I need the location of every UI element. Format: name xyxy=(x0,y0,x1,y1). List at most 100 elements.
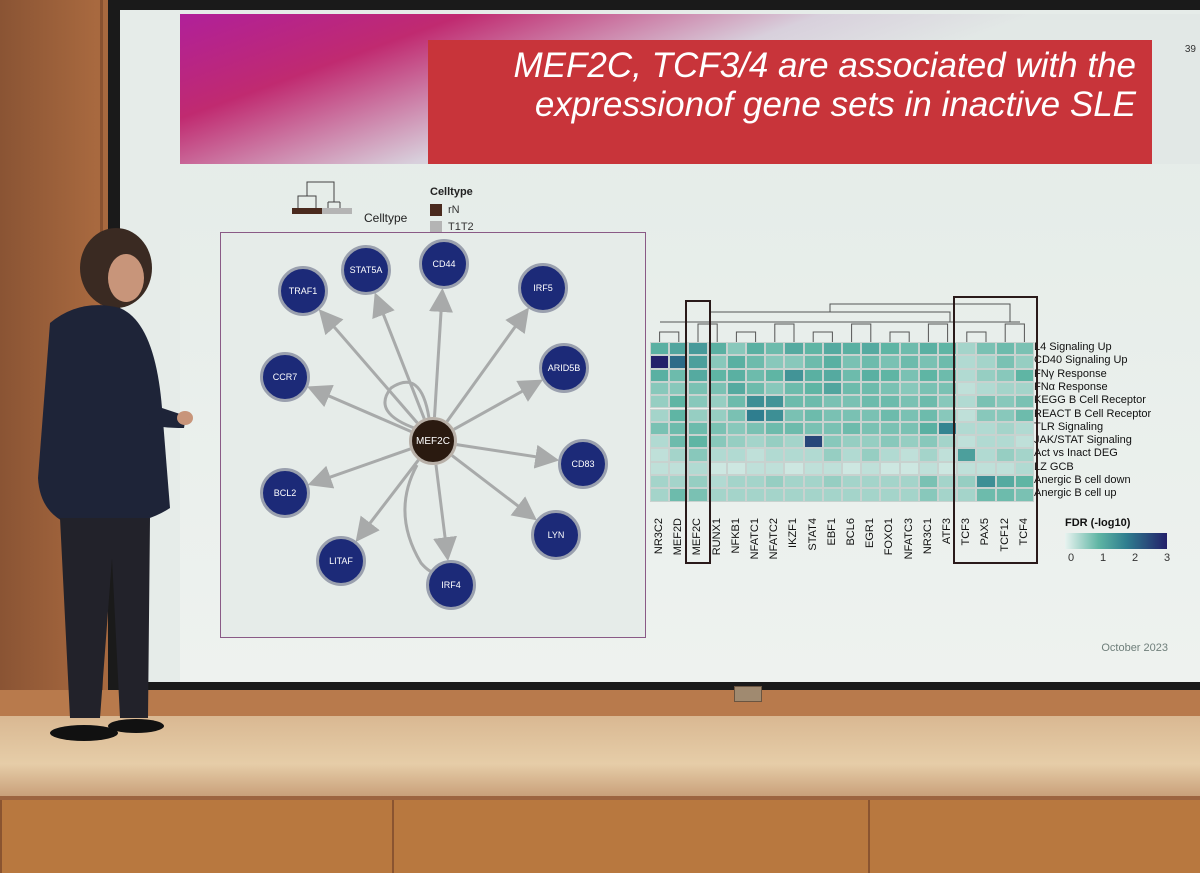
network-edges xyxy=(307,287,560,575)
heatmap-cell xyxy=(650,368,670,382)
stage-floor xyxy=(0,716,1200,796)
heatmap-cell xyxy=(842,435,862,449)
heatmap-cell xyxy=(688,408,708,422)
heatmap-row-label: JAK/STAT Signaling xyxy=(1034,434,1132,447)
heatmap-row-label: REACT B Cell Receptor xyxy=(1034,407,1152,420)
heatmap-cell xyxy=(880,435,900,449)
network-node-center: MEF2C xyxy=(409,417,457,465)
heatmap-row-label: Act vs Inact DEG xyxy=(1034,447,1118,460)
heatmap-cell xyxy=(842,461,862,475)
celltype-legend-title: Celltype xyxy=(430,186,473,198)
heatmap-cell xyxy=(650,421,670,436)
heatmap-cell xyxy=(765,368,785,382)
network-node: STAT5A xyxy=(341,245,391,295)
heatmap-cell xyxy=(650,408,670,422)
heatmap-cell xyxy=(765,395,785,409)
heatmap-cell xyxy=(842,368,862,382)
heatmap-column-label: NFATC1 xyxy=(749,518,761,560)
celltype-legend-entry: T1T2 xyxy=(430,221,474,234)
heatmap-column-label: STAT4 xyxy=(806,518,819,551)
heatmap-cell xyxy=(688,395,708,409)
heatmap-cell xyxy=(726,475,746,489)
heatmap-cell xyxy=(899,408,919,422)
heatmap-row-label: KEGG B Cell Receptor xyxy=(1034,394,1146,407)
heatmap-cell xyxy=(957,342,977,356)
heatmap-cell xyxy=(746,368,766,382)
heatmap-cell xyxy=(995,461,1015,475)
heatmap-cell xyxy=(957,448,977,462)
heatmap-cell xyxy=(938,368,958,382)
stage-rail xyxy=(0,690,1200,716)
heatmap-cell xyxy=(880,461,900,475)
heatmap-cell xyxy=(957,395,977,409)
heatmap-row-label: LZ GCB xyxy=(1034,460,1074,473)
heatmap-cell xyxy=(918,421,938,436)
network-node: IRF4 xyxy=(426,560,476,610)
heatmap-cell xyxy=(1014,475,1034,489)
heatmap-cell xyxy=(1014,395,1034,409)
heatmap-cell xyxy=(822,368,842,382)
heatmap-cell xyxy=(746,421,766,436)
heatmap-cell xyxy=(803,488,823,502)
heatmap-cell xyxy=(650,342,670,356)
heatmap-cell xyxy=(765,421,785,436)
fdr-scale-tick: 2 xyxy=(1132,552,1139,564)
heatmap-column-label: BCL6 xyxy=(845,518,857,546)
stage-front-panel xyxy=(392,800,868,873)
heatmap-cell xyxy=(746,461,766,475)
heatmap-cell xyxy=(765,435,785,449)
heatmap-cell xyxy=(650,355,670,369)
heatmap-cell xyxy=(976,355,996,369)
heatmap-cell xyxy=(746,475,766,489)
heatmap-row-label: Anergic B cell up xyxy=(1034,487,1117,500)
legend-swatch xyxy=(430,221,442,234)
heatmap-cell xyxy=(976,488,996,502)
heatmap-cell xyxy=(995,448,1015,462)
heatmap-cell xyxy=(803,421,823,436)
network-edge xyxy=(429,287,453,418)
fdr-scale-tick: 0 xyxy=(1068,552,1075,564)
heatmap-cell xyxy=(995,488,1015,502)
projection-screen: MEF2C, TCF3/4 are associated with the ex… xyxy=(120,10,1200,682)
heatmap-cell xyxy=(957,421,977,436)
heatmap-cell xyxy=(803,342,823,356)
heatmap-cell xyxy=(1014,461,1034,475)
heatmap-cell xyxy=(918,342,938,356)
heatmap-cell xyxy=(938,381,958,396)
heatmap-cell xyxy=(746,342,766,356)
heatmap-cell xyxy=(995,342,1015,356)
heatmap-cell xyxy=(765,488,785,502)
heatmap-cell xyxy=(918,355,938,369)
slide-date: October 2023 xyxy=(1101,642,1168,654)
heatmap-cell xyxy=(726,381,746,396)
network-node: TRAF1 xyxy=(278,266,328,316)
heatmap-cell xyxy=(842,395,862,409)
heatmap-column-label: NR3C1 xyxy=(921,518,934,555)
heatmap-column-label: NR3C2 xyxy=(653,518,665,555)
heatmap-cell xyxy=(707,435,727,449)
heatmap-cell xyxy=(688,342,708,356)
network-edge xyxy=(445,307,529,423)
heatmap-cell xyxy=(976,448,996,462)
heatmap-column-label: NFATC3 xyxy=(902,518,915,560)
heatmap-cell xyxy=(842,488,862,502)
heatmap-cell xyxy=(861,461,881,475)
heatmap-cell xyxy=(669,421,689,436)
heatmap-cell xyxy=(1014,488,1034,502)
heatmap-cell xyxy=(938,488,958,502)
stage-front-panel xyxy=(0,800,392,873)
heatmap-cell xyxy=(861,355,881,369)
heatmap-cell xyxy=(688,448,708,462)
heatmap-cell xyxy=(861,408,881,422)
heatmap-cell xyxy=(918,488,938,502)
heatmap-cell xyxy=(938,395,958,409)
heatmap-cell xyxy=(899,342,919,356)
heatmap-cell xyxy=(938,421,958,436)
fdr-scale-title: FDR (-log10) xyxy=(1065,517,1131,529)
heatmap-cell xyxy=(899,421,919,436)
heatmap-column-label: MEF2D xyxy=(672,518,685,556)
heatmap-column-label: EBF1 xyxy=(825,518,838,546)
heatmap-cell xyxy=(650,475,670,489)
heatmap-cell xyxy=(746,381,766,396)
heatmap-cell xyxy=(822,355,842,369)
